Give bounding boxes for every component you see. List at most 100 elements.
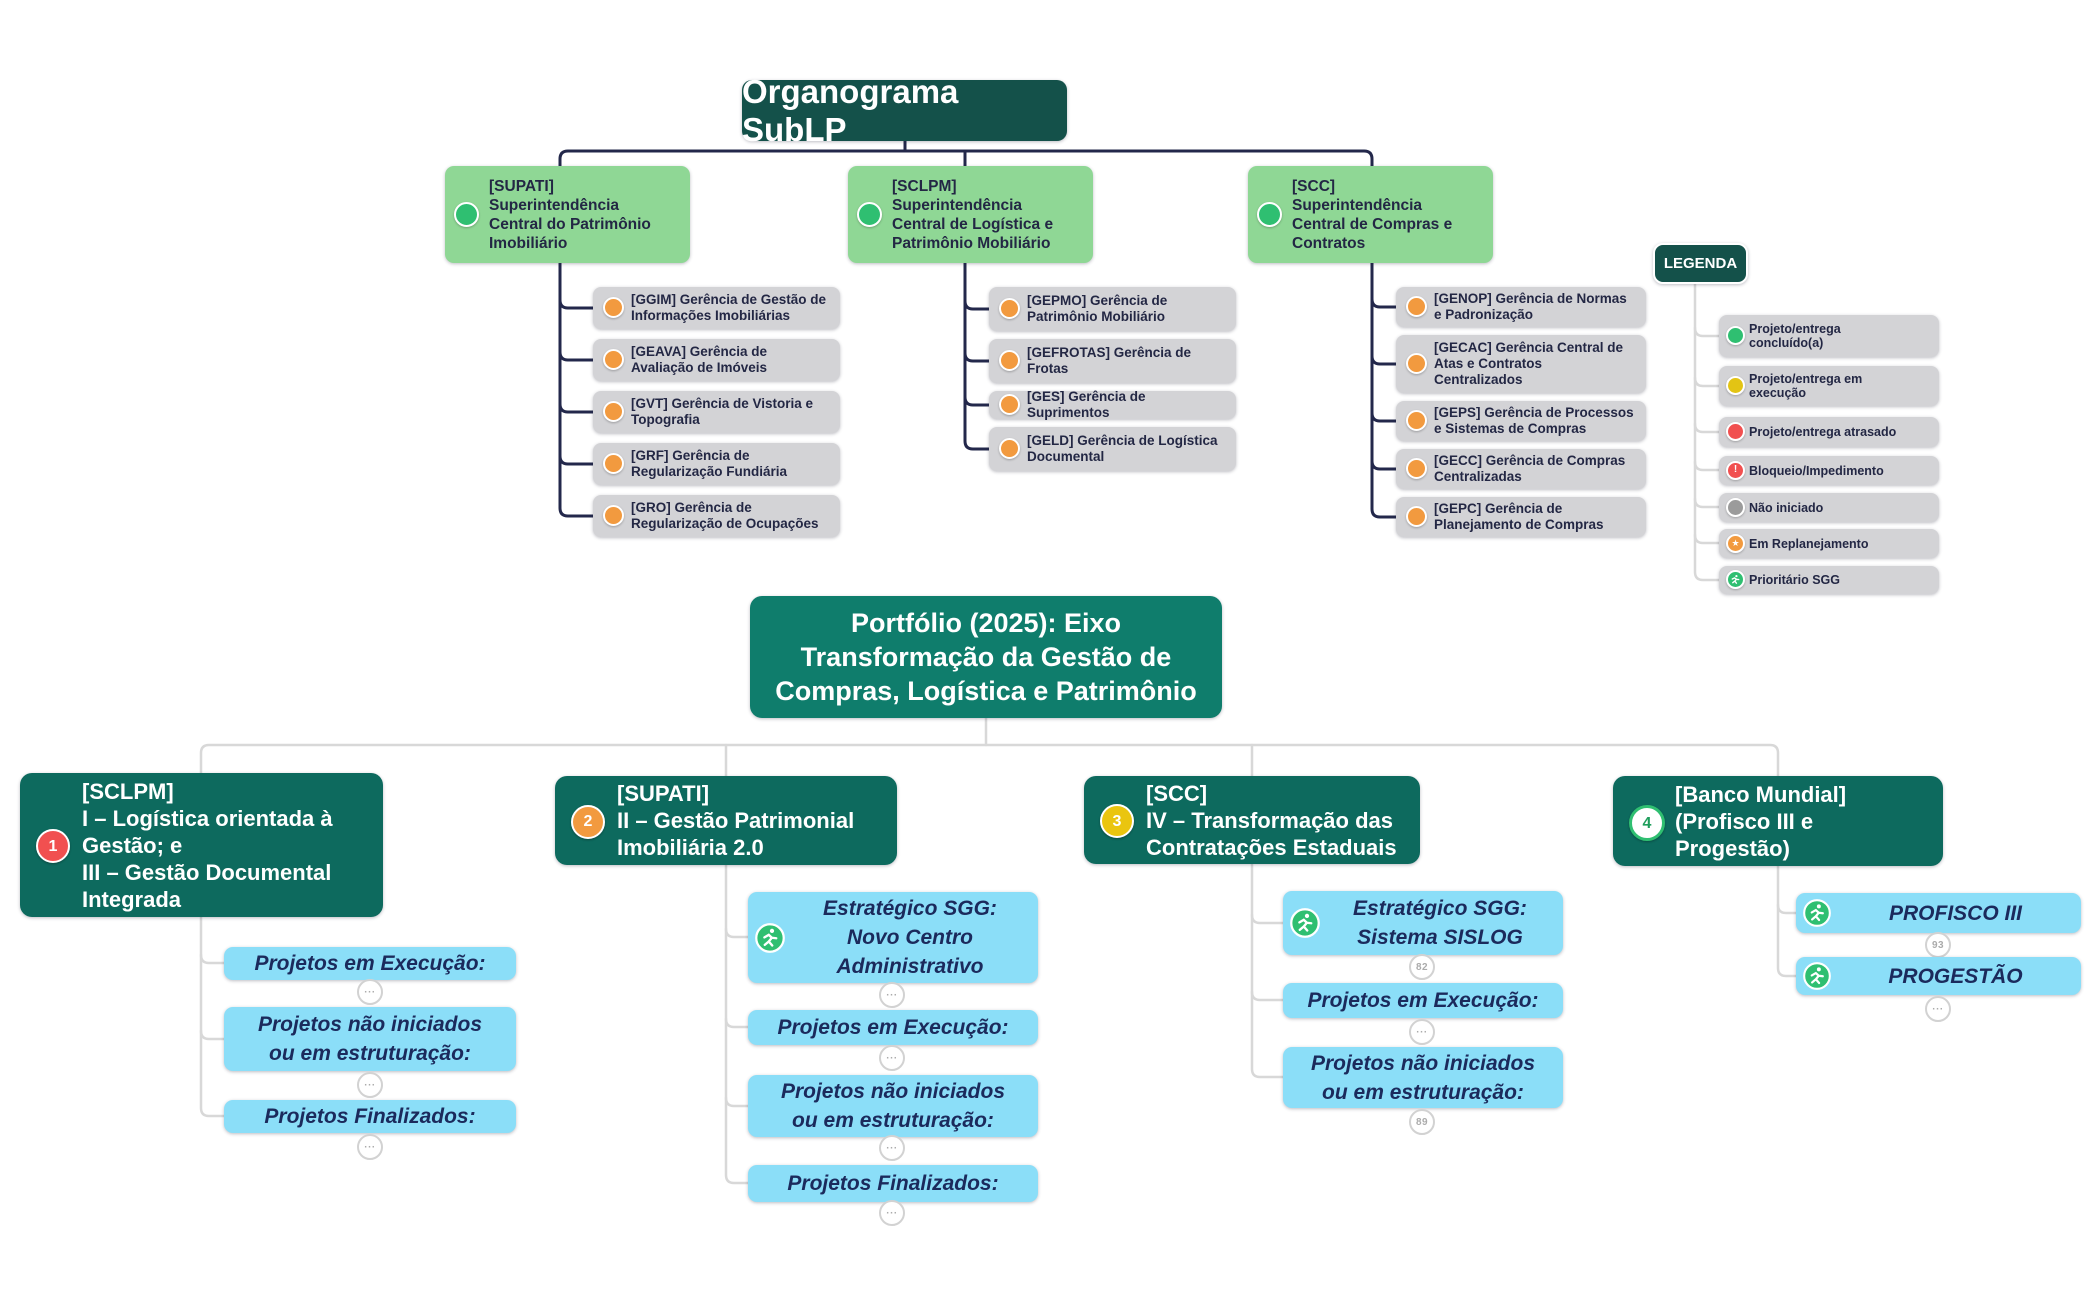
- project-profisco-iii[interactable]: PROFISCO III: [1796, 893, 2081, 933]
- org-unit-gefrotas[interactable]: [GEFROTAS] Gerência de Frotas: [989, 339, 1236, 383]
- project-group-nao-iniciados[interactable]: Projetos não iniciados ou em estruturaçã…: [224, 1007, 516, 1071]
- org-branch-sclpm[interactable]: [SCLPM] Superintendência Central de Logí…: [848, 166, 1093, 263]
- collapse-toggle[interactable]: 82: [1409, 954, 1435, 980]
- org-unit-gro[interactable]: [GRO] Gerência de Regularização de Ocupa…: [593, 495, 840, 537]
- toggle-label: ···: [886, 1052, 898, 1064]
- collapse-toggle[interactable]: ···: [879, 1045, 905, 1071]
- collapse-toggle[interactable]: 89: [1409, 1109, 1435, 1135]
- org-unit-label: [GRO] Gerência de Regularização de Ocupa…: [631, 500, 819, 531]
- status-dot-orange-icon: [1406, 296, 1427, 317]
- category-label: [SUPATI] II – Gestão Patrimonial Imobili…: [617, 781, 855, 860]
- org-unit-ggim[interactable]: [GGIM] Gerência de Gestão de Informações…: [593, 287, 840, 329]
- legend-title[interactable]: LEGENDA: [1653, 243, 1748, 284]
- exclamation-icon: !: [1726, 460, 1745, 480]
- portfolio-root[interactable]: Portfólio (2025): Eixo Transformação da …: [750, 596, 1222, 718]
- collapse-toggle[interactable]: ···: [879, 1135, 905, 1161]
- org-branch-label: [SCLPM] Superintendência Central de Logí…: [892, 177, 1054, 252]
- org-unit-label: [GECC] Gerência de Compras Centralizadas: [1434, 453, 1626, 484]
- status-dot-orange-icon: [1406, 506, 1427, 527]
- collapse-toggle[interactable]: ···: [879, 1200, 905, 1226]
- legend-item-concluido[interactable]: Projeto/entrega concluído(a): [1719, 315, 1939, 357]
- org-unit-gepc[interactable]: [GEPC] Gerência de Planejamento de Compr…: [1396, 497, 1646, 537]
- org-branch-supati[interactable]: [SUPATI] Superintendência Central do Pat…: [445, 166, 690, 263]
- status-dot-green-icon: [454, 201, 479, 227]
- category-label: [Banco Mundial] (Profisco III e Progestã…: [1675, 781, 1847, 861]
- status-dot-red-icon: [1726, 422, 1745, 441]
- status-dot-orange-icon: [603, 297, 624, 318]
- org-unit-label: [GEPC] Gerência de Planejamento de Compr…: [1434, 501, 1604, 532]
- toggle-label: ···: [886, 989, 898, 1001]
- org-branch-scc[interactable]: [SCC] Superintendência Central de Compra…: [1248, 166, 1493, 263]
- status-dot-gray-icon: [1726, 497, 1745, 517]
- collapse-toggle[interactable]: 93: [1925, 932, 1951, 958]
- org-unit-gecc[interactable]: [GECC] Gerência de Compras Centralizadas: [1396, 449, 1646, 489]
- org-unit-gepmo[interactable]: [GEPMO] Gerência de Patrimônio Mobiliári…: [989, 287, 1236, 331]
- project-group-label: PROGESTÃO: [1888, 964, 2023, 988]
- project-group-execucao[interactable]: Projetos em Execução:: [224, 947, 516, 980]
- category-sclpm[interactable]: 1 [SCLPM] I – Logística orientada à Gest…: [20, 773, 383, 917]
- status-dot-green-icon: [857, 201, 882, 227]
- org-unit-geld[interactable]: [GELD] Gerência de Logística Documental: [989, 427, 1236, 471]
- org-unit-grf[interactable]: [GRF] Gerência de Regularização Fundiári…: [593, 443, 840, 485]
- project-group-nao-iniciados[interactable]: Projetos não iniciados ou em estruturaçã…: [748, 1075, 1038, 1137]
- project-group-label: Projetos em Execução:: [254, 952, 486, 975]
- status-dot-green-icon: [1257, 201, 1282, 227]
- toggle-label: 93: [1931, 939, 1945, 951]
- category-banco-mundial[interactable]: 4 [Banco Mundial] (Profisco III e Proges…: [1613, 776, 1943, 866]
- collapse-toggle[interactable]: ···: [357, 1072, 383, 1098]
- collapse-toggle[interactable]: ···: [357, 979, 383, 1005]
- project-group-label: PROFISCO III: [1888, 901, 2022, 925]
- org-unit-gvt[interactable]: [GVT] Gerência de Vistoria e Topografia: [593, 391, 840, 433]
- project-estrategico-sislog[interactable]: Estratégico SGG: Sistema SISLOG: [1283, 891, 1563, 955]
- legend-item-replanejamento[interactable]: ★ Em Replanejamento: [1719, 529, 1939, 558]
- legend-item-label: Projeto/entrega concluído(a): [1749, 322, 1841, 350]
- legend-item-em-execucao[interactable]: Projeto/entrega em execução: [1719, 366, 1939, 406]
- legend-item-label: Projeto/entrega em execução: [1749, 372, 1863, 400]
- runner-icon: [1803, 962, 1831, 990]
- project-group-label: Projetos não iniciados ou em estruturaçã…: [780, 1080, 1006, 1132]
- project-group-label: Projetos em Execução:: [777, 1016, 1009, 1039]
- org-unit-gecac[interactable]: [GECAC] Gerência Central de Atas e Contr…: [1396, 335, 1646, 393]
- org-unit-geava[interactable]: [GEAVA] Gerência de Avaliação de Imóveis: [593, 339, 840, 381]
- project-group-finalizados[interactable]: Projetos Finalizados:: [224, 1100, 516, 1133]
- legend-item-atrasado[interactable]: Projeto/entrega atrasado: [1719, 417, 1939, 447]
- org-unit-genop[interactable]: [GENOP] Gerência de Normas e Padronizaçã…: [1396, 287, 1646, 327]
- project-progestao[interactable]: PROGESTÃO: [1796, 957, 2081, 995]
- category-supati[interactable]: 2 [SUPATI] II – Gestão Patrimonial Imobi…: [555, 776, 897, 865]
- toggle-label: ···: [364, 1141, 376, 1153]
- star-icon: ★: [1726, 533, 1745, 553]
- category-label: [SCC] IV – Transformação das Contrataçõe…: [1146, 780, 1397, 860]
- toggle-label: ···: [364, 986, 376, 998]
- project-group-execucao[interactable]: Projetos em Execução:: [748, 1010, 1038, 1045]
- project-estrategico-novo-centro[interactable]: Estratégico SGG: Novo Centro Administrat…: [748, 892, 1038, 983]
- org-unit-label: [GELD] Gerência de Logística Documental: [1027, 433, 1218, 464]
- legend-item-nao-iniciado[interactable]: Não iniciado: [1719, 493, 1939, 522]
- status-dot-yellow-icon: [1726, 376, 1745, 395]
- toggle-label: ···: [886, 1207, 898, 1219]
- org-chart-title[interactable]: Organograma SubLP: [742, 73, 1067, 148]
- collapse-toggle[interactable]: ···: [1409, 1019, 1435, 1045]
- legend-item-prioritario[interactable]: Prioritário SGG: [1719, 566, 1939, 594]
- category-scc[interactable]: 3 [SCC] IV – Transformação das Contrataç…: [1084, 776, 1420, 864]
- project-group-nao-iniciados[interactable]: Projetos não iniciados ou em estruturaçã…: [1283, 1047, 1563, 1108]
- project-group-label: Projetos não iniciados ou em estruturaçã…: [257, 1013, 483, 1065]
- status-dot-orange-icon: [1406, 458, 1427, 479]
- legend-item-label: Prioritário SGG: [1749, 573, 1840, 587]
- org-chart-title-label: Organograma SubLP: [742, 72, 959, 148]
- portfolio-root-label: Portfólio (2025): Eixo Transformação da …: [775, 608, 1197, 706]
- project-group-execucao[interactable]: Projetos em Execução:: [1283, 983, 1563, 1018]
- status-dot-orange-icon: [603, 401, 624, 422]
- legend-item-label: Em Replanejamento: [1749, 536, 1869, 551]
- org-unit-label: [GVT] Gerência de Vistoria e Topografia: [631, 396, 814, 427]
- legend-item-bloqueio[interactable]: ! Bloqueio/Impedimento: [1719, 456, 1939, 485]
- collapse-toggle[interactable]: ···: [879, 982, 905, 1008]
- runner-icon: [1803, 899, 1831, 927]
- org-unit-ges[interactable]: [GES] Gerência de Suprimentos: [989, 389, 1236, 420]
- collapse-toggle[interactable]: ···: [357, 1134, 383, 1160]
- project-group-finalizados[interactable]: Projetos Finalizados:: [748, 1165, 1038, 1202]
- org-unit-geps[interactable]: [GEPS] Gerência de Processos e Sistemas …: [1396, 401, 1646, 441]
- collapse-toggle[interactable]: ···: [1925, 996, 1951, 1022]
- org-unit-label: [GECAC] Gerência Central de Atas e Contr…: [1434, 340, 1624, 387]
- status-dot-orange-icon: [999, 438, 1020, 459]
